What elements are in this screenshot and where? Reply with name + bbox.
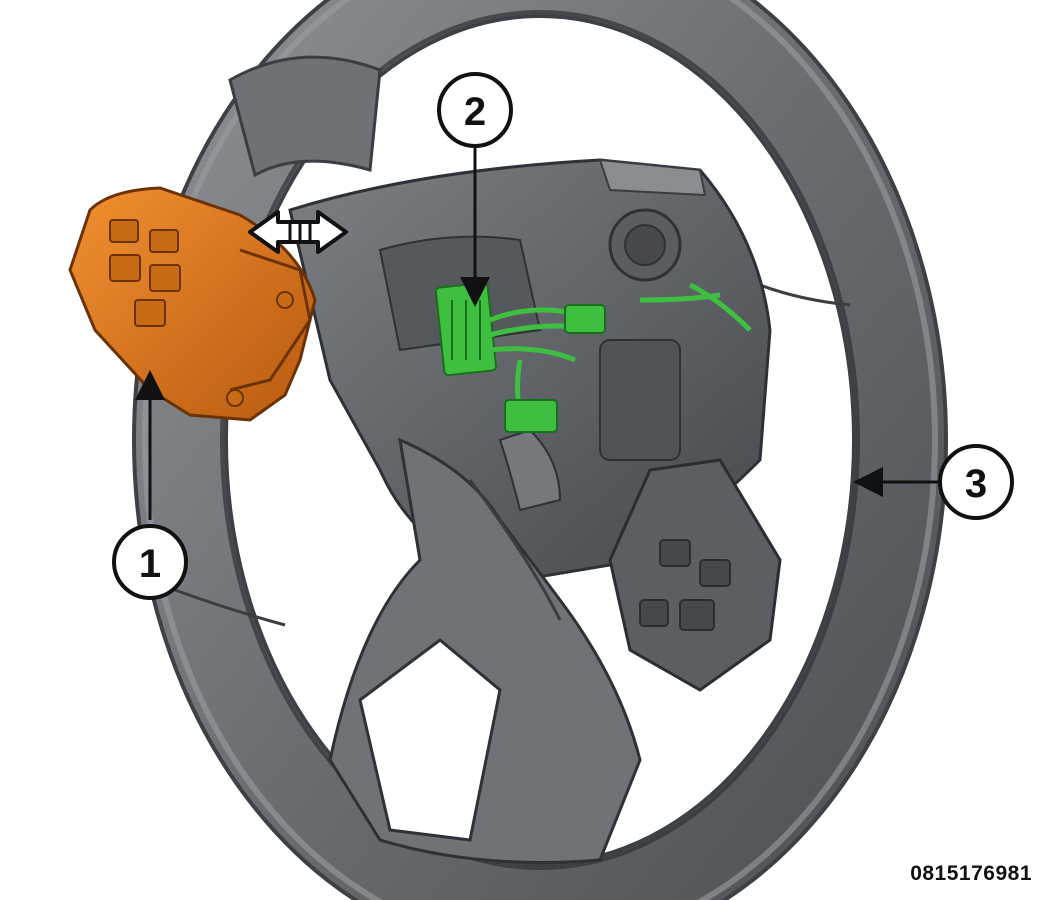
lower-spoke (328, 437, 642, 864)
double-arrow-icon (248, 210, 348, 254)
callout-1: 1 (112, 370, 188, 600)
callout-label-2: 2 (464, 90, 486, 134)
figure-id: 0815176981 (910, 862, 1032, 885)
callout-label-3: 3 (965, 462, 987, 506)
callout-circle-2 (437, 72, 513, 148)
callout-label-1: 1 (139, 542, 161, 586)
right-switch-bezel (608, 458, 782, 692)
callout-circle-1 (112, 524, 188, 600)
upper-spoke (228, 55, 382, 178)
callout-2: 2 (437, 72, 513, 307)
steering-wheel-rim (132, 0, 948, 900)
left-switch (68, 186, 317, 422)
callout-3: 3 (853, 444, 1014, 520)
callout-circle-3 (938, 444, 1014, 520)
